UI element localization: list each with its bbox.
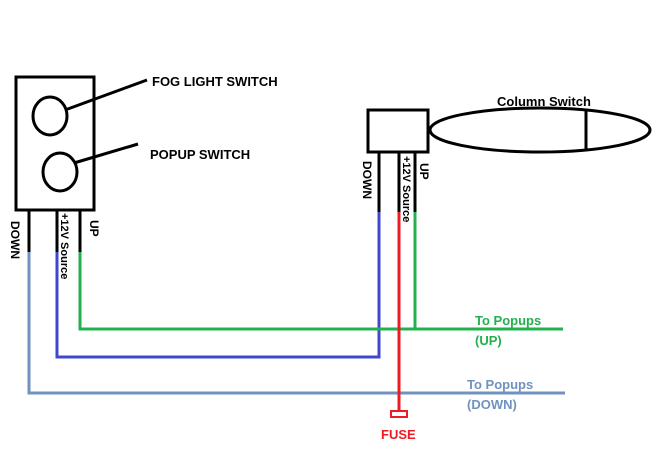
fog-light-switch-label: FOG LIGHT SWITCH (152, 74, 278, 89)
popup-switch-knob (41, 151, 79, 193)
to-popups-up-sub: (UP) (475, 333, 502, 348)
fuse-label: FUSE (381, 427, 416, 442)
fog-light-leader-line (64, 78, 148, 112)
popup-leader-line (73, 142, 139, 165)
col-source-label: +12V Source (400, 156, 412, 222)
to-popups-down-label: To Popups (467, 377, 533, 392)
col-down-label: DOWN (360, 161, 374, 199)
left-source-label: +12V Source (58, 213, 70, 279)
down-wire (27, 252, 565, 395)
up-wire (78, 252, 563, 331)
to-popups-up-label: To Popups (475, 313, 541, 328)
column-switch-box (366, 108, 430, 154)
col-up-label: UP (417, 163, 431, 180)
column-down-wire (55, 212, 381, 359)
left-down-label: DOWN (8, 221, 22, 259)
to-popups-down-sub: (DOWN) (467, 397, 517, 412)
column-switch-stalk (428, 106, 652, 154)
fog-light-switch-knob (31, 95, 69, 137)
fuse-symbol (390, 410, 408, 418)
switch-panel (14, 75, 96, 212)
column-switch-label: Column Switch (497, 94, 591, 109)
popup-switch-label: POPUP SWITCH (150, 147, 250, 162)
left-up-label: UP (87, 220, 101, 237)
